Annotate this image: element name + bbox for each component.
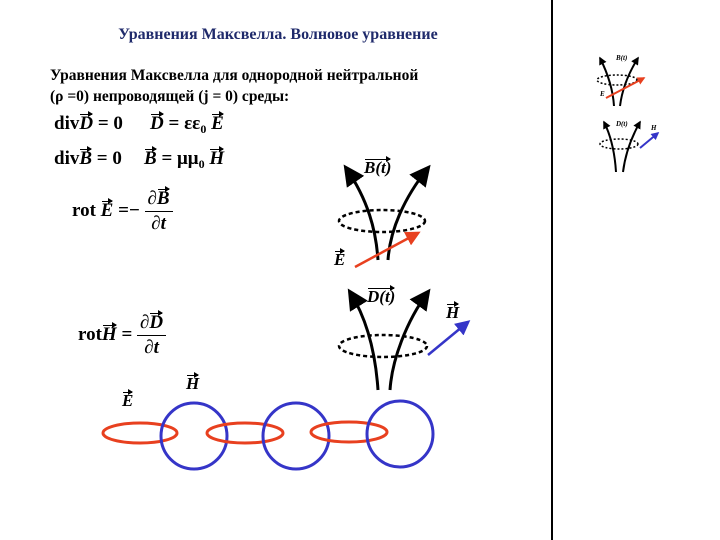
- equation-div-b: divB = 0: [54, 148, 122, 170]
- equation-b-relation: B = μμ0 H: [144, 148, 224, 172]
- equation-rot-h: rotH = ∂D ∂t: [78, 312, 166, 359]
- h-loop: [367, 401, 433, 467]
- minus-sign: −: [129, 200, 140, 221]
- equation-div-d: divD = 0: [54, 113, 123, 135]
- thumbnail-induced-h: [598, 118, 668, 174]
- label-e-text: E: [334, 250, 345, 270]
- rot-operator: rot: [72, 200, 96, 221]
- equals-zero: = 0: [98, 113, 123, 134]
- e-loop: [207, 423, 283, 443]
- label-b-t: B(t): [364, 158, 391, 178]
- label-d-t: D(t): [367, 287, 395, 307]
- intro-line-2: (ρ =0) непроводящей (j = 0) среды:: [50, 86, 418, 107]
- thumb-label-b-t: B(t): [616, 54, 627, 62]
- intro-text: Уравнения Максвелла для однородной нейтр…: [50, 65, 418, 107]
- magnetic-vector-arrow: [640, 133, 658, 148]
- rot-operator: rot: [78, 324, 102, 345]
- epsilon: εε: [184, 113, 200, 134]
- vector-h: H: [209, 148, 224, 170]
- label-h: H: [446, 303, 459, 323]
- h-loop: [161, 403, 227, 469]
- equals-sign: =: [118, 200, 129, 221]
- intro-line-1: Уравнения Максвелла для однородной нейтр…: [50, 65, 418, 86]
- chain-label-e: E: [122, 391, 133, 411]
- dashed-loop: [339, 335, 427, 357]
- vector-e: E: [101, 200, 114, 222]
- fraction-denominator: ∂t: [137, 336, 166, 359]
- em-wave-chain: [95, 395, 445, 475]
- mu: μμ: [177, 148, 199, 169]
- vector-d: D: [150, 113, 164, 135]
- equals-sign: =: [121, 324, 132, 345]
- page-title: Уравнения Максвелла. Волновое уравнение: [0, 26, 556, 44]
- dashed-loop: [600, 139, 638, 149]
- subscript-zero: 0: [199, 157, 205, 171]
- fraction-numerator: ∂B: [145, 188, 173, 212]
- e-loop: [311, 422, 387, 442]
- thumb-label-d-t: D(t): [616, 120, 628, 128]
- electric-vector-arrow: [355, 233, 418, 267]
- vector-d: D: [79, 113, 93, 135]
- equals-sign: =: [168, 113, 179, 134]
- thumb-label-h: H: [651, 124, 656, 132]
- fraction-numerator: ∂D: [137, 312, 166, 336]
- partial-symbol: ∂: [140, 312, 149, 333]
- magnetic-vector-arrow: [428, 322, 468, 355]
- div-operator: div: [54, 148, 79, 169]
- thumb-label-e: E: [600, 90, 605, 98]
- subscript-zero: 0: [200, 122, 206, 136]
- equation-rot-e: rot E =− ∂B ∂t: [72, 188, 173, 235]
- label-d-t-text: D(t): [367, 287, 395, 307]
- equals-sign: =: [161, 148, 172, 169]
- e-loop: [103, 423, 177, 443]
- fraction-dd-dt: ∂D ∂t: [137, 312, 166, 359]
- chain-label-h: H: [186, 374, 199, 394]
- label-e: E: [334, 250, 345, 270]
- vertical-divider: [551, 0, 553, 540]
- field-line: [623, 122, 640, 172]
- h-loop: [263, 403, 329, 469]
- field-line: [600, 58, 614, 106]
- vector-b: B: [79, 148, 92, 170]
- equation-d-relation: D = εε0 E: [150, 113, 224, 137]
- dashed-loop: [339, 210, 425, 232]
- label-h-text: H: [446, 303, 459, 323]
- vector-e: E: [211, 113, 224, 135]
- dashed-loop: [597, 75, 637, 85]
- vector-b: B: [157, 188, 170, 210]
- field-line: [390, 292, 428, 390]
- vector-d: D: [149, 312, 163, 334]
- fraction-denominator: ∂t: [145, 212, 173, 235]
- diagram-induced-h: [320, 282, 490, 397]
- chain-label-e-text: E: [122, 391, 133, 411]
- label-b-t-text: B(t): [364, 158, 391, 178]
- vector-h: H: [102, 324, 117, 346]
- partial-symbol: ∂: [148, 188, 157, 209]
- vector-b: B: [144, 148, 157, 170]
- div-operator: div: [54, 113, 79, 134]
- chain-label-h-text: H: [186, 374, 199, 394]
- fraction-db-dt: ∂B ∂t: [145, 188, 173, 235]
- equals-zero: = 0: [97, 148, 122, 169]
